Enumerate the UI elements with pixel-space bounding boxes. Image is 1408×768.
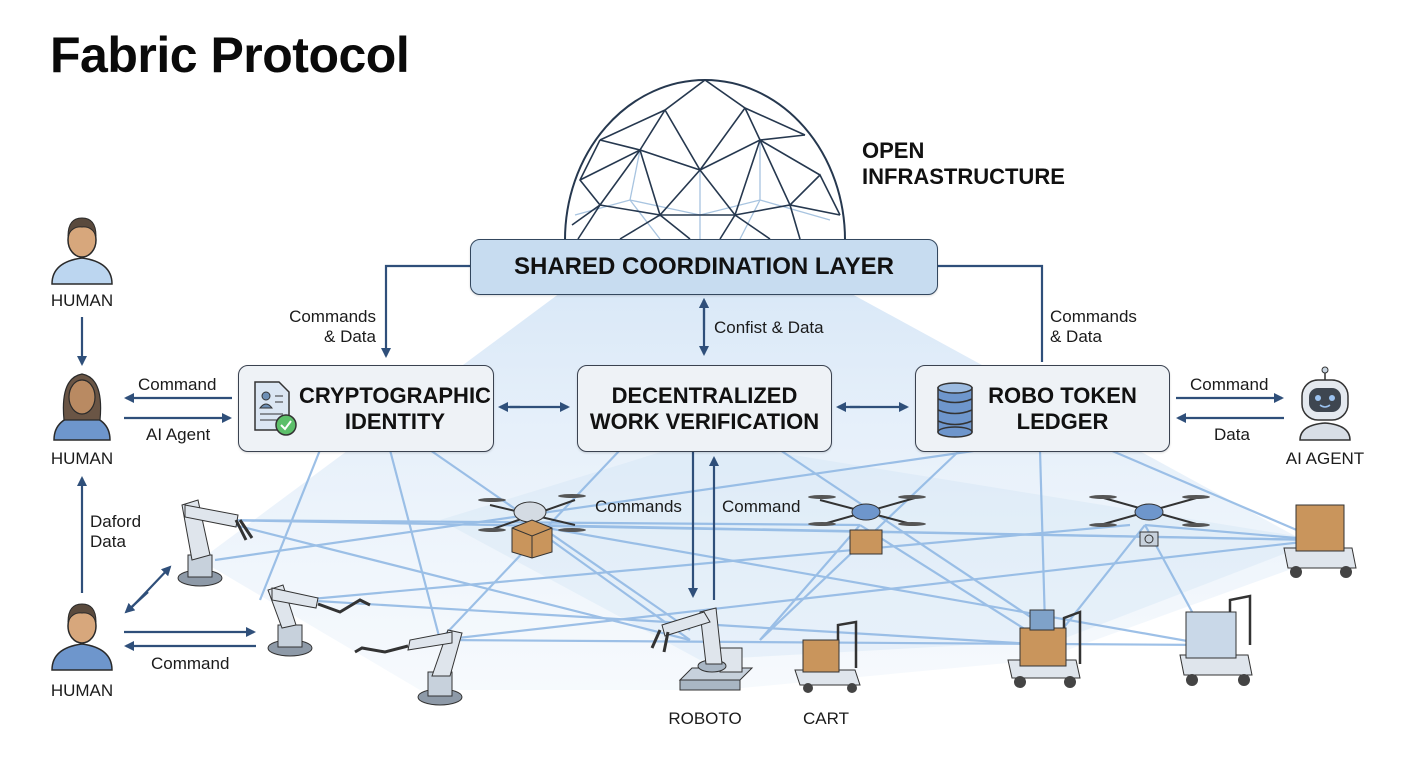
drone-with-camera-icon — [1089, 495, 1210, 547]
edge-label-layer-verification: Confist & Data — [714, 318, 824, 337]
delivery-robot-icon-2 — [1179, 594, 1253, 686]
coordination-beams — [200, 293, 1330, 690]
edge-label-command-left: Command — [138, 375, 217, 394]
ai-agent-caption: AI AGENT — [1285, 449, 1365, 468]
edge-label-line: Daford — [90, 512, 142, 531]
delivery-robot-icon-1 — [1007, 609, 1082, 688]
edge-label-commands-down: Commands — [595, 497, 682, 516]
robot-arm-icon-2 — [267, 584, 371, 657]
ledger-line-2: LEDGER — [1016, 408, 1109, 434]
ledger-label: ROBO TOKEN LEDGER — [988, 383, 1137, 435]
geodesic-globe-icon — [564, 79, 846, 241]
edge-label-command-right: Command — [1190, 375, 1269, 394]
verification-label: DECENTRALIZED WORK VERIFICATION — [590, 383, 819, 435]
flow-arrows — [77, 264, 1284, 651]
open-infrastructure-label: OPEN INFRASTRUCTURE — [862, 138, 1065, 190]
cart-icon — [794, 620, 861, 693]
edge-label-daford-data: Daford Data — [90, 512, 141, 552]
id-document-check-icon — [253, 380, 297, 436]
edge-label-layer-ledger: Commands & Data — [1050, 307, 1137, 347]
robot-arm-icon-roboto — [650, 607, 754, 691]
human-icon-bottom — [51, 603, 113, 671]
layer-label: SHARED COORDINATION LAYER — [513, 253, 895, 280]
human-top-caption: HUMAN — [50, 291, 114, 310]
robot-arm-icon-1 — [177, 499, 254, 587]
verification-line-2: WORK VERIFICATION — [589, 408, 820, 434]
edge-label-line: Commands — [1050, 307, 1137, 326]
identity-line-2: IDENTITY — [344, 408, 446, 434]
decentralized-work-verification-module[interactable]: DECENTRALIZED WORK VERIFICATION — [577, 365, 832, 452]
shared-coordination-layer[interactable]: SHARED COORDINATION LAYER — [470, 239, 938, 295]
edge-label-line: Commands — [289, 307, 376, 326]
ai-robot-icon — [1299, 366, 1351, 441]
human-icon-mid — [53, 373, 111, 441]
edge-label-command-arm: Command — [151, 654, 230, 673]
edge-label-command-up: Command — [722, 497, 801, 516]
edge-label-line: Data — [90, 532, 126, 551]
drone-with-package-icon-2 — [808, 495, 926, 555]
edge-label-data-right: Data — [1214, 425, 1250, 444]
drone-with-package-icon-1 — [478, 494, 586, 559]
identity-line-1: CRYPTOGRAPHIC — [299, 382, 491, 408]
human-mid-caption: HUMAN — [50, 449, 114, 468]
edge-label-line: & Data — [324, 327, 376, 346]
ledger-line-1: ROBO TOKEN — [988, 382, 1137, 408]
human-bottom-caption: HUMAN — [50, 681, 114, 700]
human-icon-top — [51, 217, 113, 285]
cart-caption: CART — [803, 709, 849, 728]
infra-line-2: INFRASTRUCTURE — [862, 164, 1065, 189]
edge-label-ai-agent: AI Agent — [146, 425, 211, 444]
edge-label-layer-identity: Commands & Data — [288, 307, 376, 347]
identity-label: CRYPTOGRAPHIC IDENTITY — [299, 383, 491, 435]
robo-token-ledger-module[interactable]: ROBO TOKEN LEDGER — [915, 365, 1170, 452]
database-icon — [936, 382, 976, 438]
roboto-caption: ROBOTO — [668, 709, 742, 728]
verification-line-1: DECENTRALIZED — [611, 382, 798, 408]
edge-label-line: & Data — [1050, 327, 1102, 346]
page-title: Fabric Protocol — [50, 27, 410, 83]
robot-arm-icon-3 — [354, 629, 463, 706]
delivery-robot-icon-3 — [1283, 504, 1357, 578]
infra-line-1: OPEN — [862, 138, 925, 163]
cryptographic-identity-module[interactable]: CRYPTOGRAPHIC IDENTITY — [238, 365, 494, 452]
